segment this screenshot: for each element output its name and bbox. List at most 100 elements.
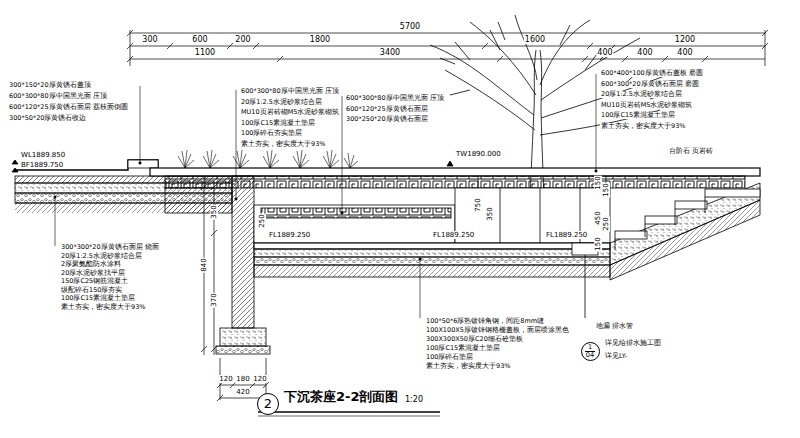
- dimension-text: 250: [258, 213, 266, 228]
- callout-number: 1: [587, 344, 593, 351]
- dimension-text: 370: [210, 292, 218, 307]
- leader-lines: [139, 162, 141, 164]
- material-note: 详见LY-: [604, 353, 628, 360]
- dimension-text: 840: [200, 257, 208, 272]
- material-note: 150厚C25钢筋混凝土: [60, 278, 129, 285]
- planting: [323, 150, 339, 168]
- terrace-left: [15, 160, 158, 170]
- sunken-floor: [254, 257, 610, 265]
- title-underline: [258, 411, 440, 412]
- seat-wall: [261, 208, 451, 218]
- dimension-text: 1200: [674, 35, 696, 44]
- seat-wall: [150, 161, 760, 354]
- dimension-text: 400: [596, 48, 613, 57]
- dimension-text: 3400: [379, 48, 401, 57]
- dimension-text: 120: [218, 375, 233, 383]
- elevation-label: FL1889.250: [545, 231, 588, 239]
- material-note: 素土夯实，密实度大于93%: [60, 304, 146, 311]
- material-note: 素土夯实，密实度大于93%: [600, 123, 686, 130]
- dimension-text: 420: [235, 388, 250, 396]
- leader-lines: [55, 74, 596, 318]
- seat-wall: [165, 188, 232, 213]
- elevation-label: FL1889.250: [268, 231, 311, 239]
- material-note: 20厚1:2.5水泥砂浆结合层: [240, 99, 323, 106]
- material-note: MU10页岩砖砌M5水泥砂浆砌筑: [240, 109, 340, 116]
- seat-wall: [220, 328, 266, 346]
- seat-wall: [232, 176, 254, 328]
- steps: [615, 197, 705, 250]
- elevation-label: BF1889.750: [20, 161, 64, 169]
- material-note: 100厚C15素混凝土垫层: [600, 112, 676, 119]
- elevation-label: FL1889.250: [432, 231, 475, 239]
- dimension-text: 600: [191, 35, 208, 44]
- material-note: 素土夯实，密实度大于93%: [425, 363, 511, 370]
- dimension-text: 150: [594, 175, 602, 190]
- planting: [263, 150, 279, 168]
- callout-number: 2: [263, 397, 273, 411]
- terrace-left: [128, 160, 158, 168]
- planting: [203, 150, 219, 168]
- leader-lines: [54, 196, 56, 198]
- dimension-text: 1600: [524, 35, 546, 44]
- material-note: 600*300*80厚中国黑光面 压顶: [8, 93, 108, 100]
- material-note: 详见给排水施工图: [604, 340, 662, 347]
- material-note: 100*50*6厚热镀锌角钢，间距8mm缝: [425, 318, 545, 325]
- material-note: 100厚C15素混凝土垫层: [425, 345, 501, 352]
- dimension-text: 150: [602, 182, 610, 197]
- material-note: 100厚碎石垫层: [425, 354, 474, 361]
- sunken-floor: [254, 265, 610, 277]
- terrace-left: [12, 160, 18, 172]
- dimension-text: 350: [486, 206, 494, 221]
- seat-wall: [455, 188, 610, 243]
- material-note: 20厚1:2.5水泥砂浆结合层: [600, 91, 683, 98]
- material-note: 素土夯实，密实度大于93%: [240, 141, 326, 148]
- seat-wall: [150, 168, 760, 176]
- dimension-text: 180: [235, 375, 250, 383]
- planting: [293, 150, 309, 168]
- title-underline: [258, 412, 440, 416]
- material-note: 600*120*25厚黄锈石面层: [345, 106, 429, 113]
- sunken-floor: [585, 255, 586, 318]
- material-note: 20厚1:2.5水泥砂浆结合层: [60, 253, 143, 260]
- material-note: 600*300*80厚中国黑光面 压顶: [240, 88, 340, 95]
- material-note: 300*150*20厚黄锈石盖顶: [8, 82, 92, 89]
- dimension-lines: [130, 33, 765, 59]
- seat-wall: [216, 346, 270, 354]
- material-note: 地漏 排水管: [595, 323, 634, 330]
- dimension-text: 120: [252, 375, 267, 383]
- material-note: 级配碎石150厚夯实: [60, 287, 123, 294]
- section-number-circle: 2: [257, 393, 279, 415]
- leader-lines: [419, 258, 421, 260]
- title-underline: [258, 416, 440, 417]
- dimension-text: 750: [474, 197, 482, 212]
- sunken-floor: [254, 243, 610, 249]
- planting: [178, 150, 358, 168]
- planting: [233, 150, 249, 168]
- planting: [178, 150, 194, 168]
- dimension-lines: [127, 43, 768, 49]
- seat-wall: [254, 205, 455, 243]
- callout-number: 04: [585, 351, 595, 359]
- sunken-floor: [254, 243, 610, 318]
- planting: [344, 153, 358, 168]
- material-note: 100厚C15素混凝土垫层: [60, 295, 136, 302]
- material-note: 2厚聚氨酯防水涂料: [60, 261, 122, 268]
- material-note: 600*300*80厚中国黑光面 压顶: [345, 95, 445, 102]
- leader-lines: [595, 170, 597, 172]
- material-note: 300*50*20厚黄锈石收边: [8, 115, 87, 122]
- dimension-text: 250: [602, 216, 610, 231]
- material-note: 300*300*20厚黄锈石面层 烧面: [60, 244, 160, 251]
- material-note: 300X300X50厚C20细石砼垫板: [425, 336, 524, 343]
- material-note: 台阶石 页岩砖: [668, 148, 714, 155]
- material-note: MU10页岩砖M5水泥砂浆砌筑: [600, 102, 693, 109]
- leader-lines: [54, 74, 597, 318]
- leader-lines: [235, 198, 237, 200]
- seat-wall: [447, 161, 453, 166]
- material-note: 600*300*20厚黄锈石面层 磨圆: [600, 81, 700, 88]
- steps: [705, 189, 760, 197]
- elevation-label: TW1890.000: [455, 150, 502, 158]
- steps: [675, 201, 707, 209]
- dimension-text: 5700: [399, 22, 421, 31]
